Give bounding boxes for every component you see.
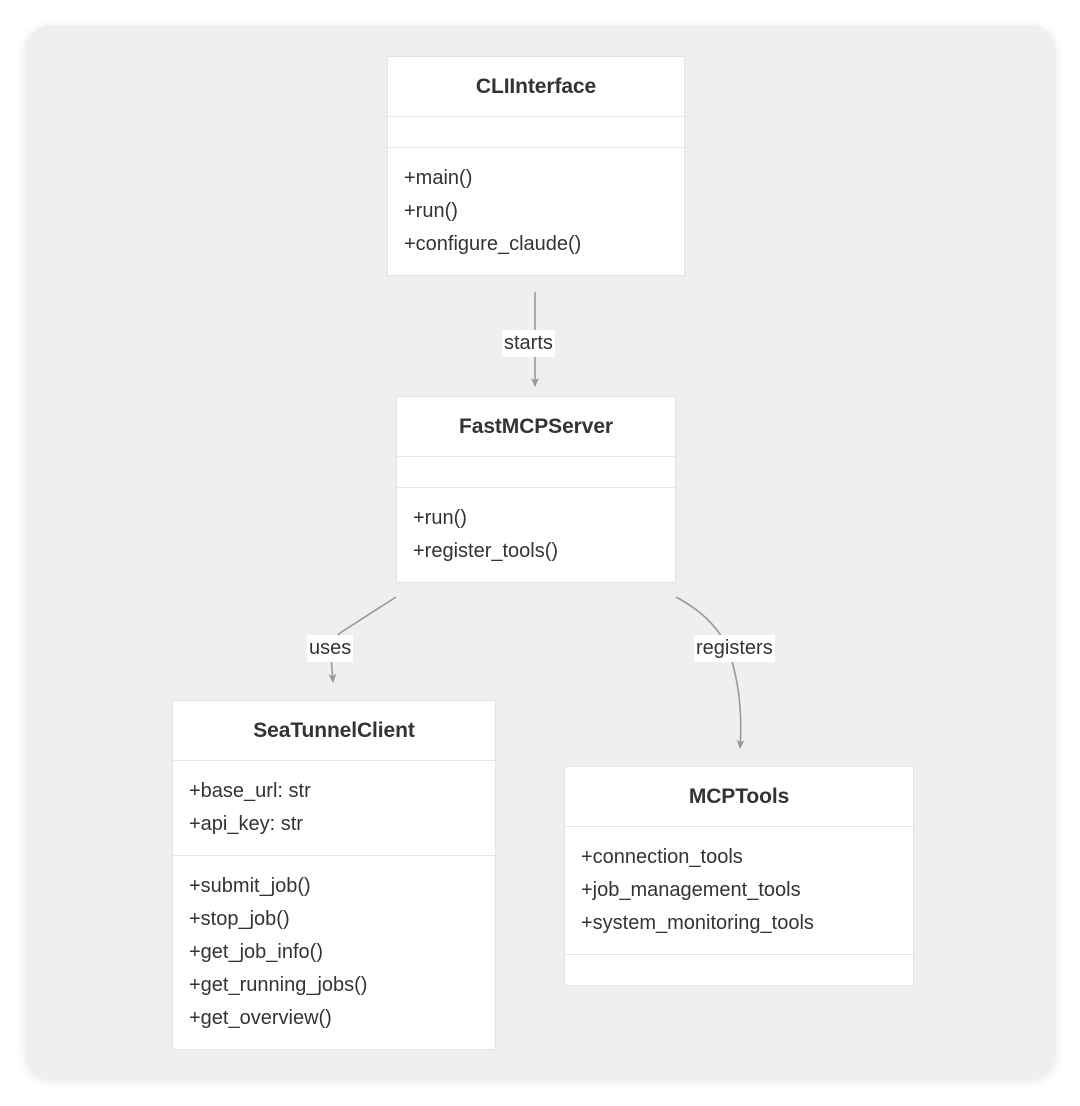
edge-registers — [675, 596, 745, 749]
class-method: +submit_job() — [189, 875, 311, 897]
class-attribute: +base_url: str — [189, 780, 311, 802]
edge-label-registers: registers — [694, 635, 775, 662]
class-attributes-compartment: +base_url: str +api_key: str — [173, 760, 495, 855]
class-node-mcptools[interactable]: MCPTools +connection_tools +job_manageme… — [564, 766, 914, 986]
class-methods-compartment — [565, 954, 913, 985]
class-attribute: +api_key: str — [189, 813, 303, 835]
class-node-cliinterface[interactable]: CLIInterface +main() +run() +configure_c… — [387, 56, 685, 276]
class-methods-compartment: +main() +run() +configure_claude() — [388, 147, 684, 275]
class-method: +run() — [413, 507, 467, 529]
class-method: +main() — [404, 167, 473, 189]
class-methods-compartment: +run() +register_tools() — [397, 487, 675, 582]
class-attributes-compartment — [388, 116, 684, 147]
class-method: +get_overview() — [189, 1007, 332, 1029]
class-method: +get_job_info() — [189, 941, 323, 963]
class-attributes-compartment: +connection_tools +job_management_tools … — [565, 826, 913, 954]
class-attribute: +job_management_tools — [581, 879, 801, 901]
class-attribute: +system_monitoring_tools — [581, 912, 814, 934]
class-title: FastMCPServer — [459, 415, 613, 438]
class-method: +stop_job() — [189, 908, 290, 930]
class-node-seatunnelclient[interactable]: SeaTunnelClient +base_url: str +api_key:… — [172, 700, 496, 1050]
class-attribute: +connection_tools — [581, 846, 743, 868]
edge-label-starts: starts — [502, 330, 555, 357]
class-method: +run() — [404, 200, 458, 222]
class-attributes-compartment — [397, 456, 675, 487]
class-title: SeaTunnelClient — [253, 719, 415, 742]
class-methods-compartment: +submit_job() +stop_job() +get_job_info(… — [173, 855, 495, 1049]
class-title: CLIInterface — [475, 75, 597, 98]
class-method: +configure_claude() — [404, 233, 582, 255]
edge-label-uses: uses — [307, 635, 354, 662]
class-method: +get_running_jobs() — [189, 974, 368, 996]
class-method: +register_tools() — [413, 540, 559, 562]
class-title: MCPTools — [688, 785, 790, 808]
class-node-fastmcpserver[interactable]: FastMCPServer +run() +register_tools() — [396, 396, 676, 583]
